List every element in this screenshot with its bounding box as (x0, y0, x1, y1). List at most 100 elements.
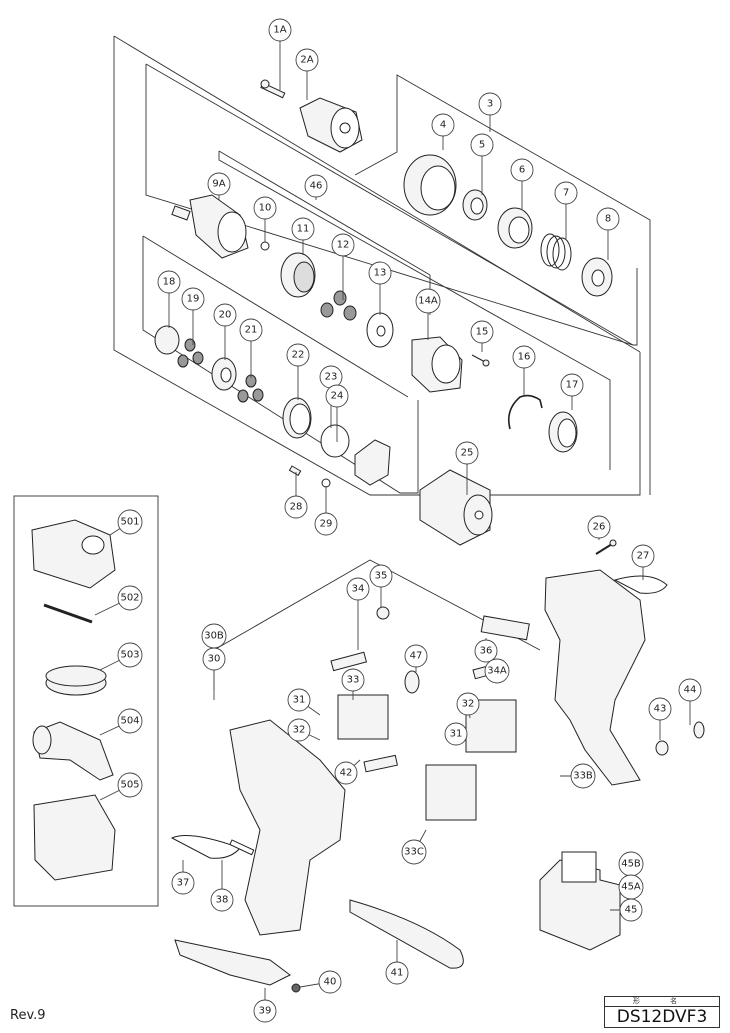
callout-circle (648, 697, 672, 721)
callout-33: 33 (341, 668, 365, 700)
callout-circle (210, 888, 234, 912)
callout-label: 16 (518, 352, 531, 363)
part-planet-gears-21 (237, 374, 264, 403)
callout-21: 21 (239, 318, 263, 378)
callout-35: 35 (369, 564, 393, 608)
callout-circle (181, 287, 205, 311)
part-nameplate-27 (613, 575, 668, 594)
callout-22: 22 (286, 343, 310, 400)
callout-circle (287, 688, 311, 712)
part-housing-right (544, 569, 646, 786)
callout-circle (268, 18, 292, 42)
callout-7: 7 (554, 181, 578, 240)
parts-illustrations (154, 79, 705, 993)
part-washer-13-hole (376, 325, 386, 337)
part-screw-26 (595, 543, 613, 555)
callout-circle (484, 658, 510, 684)
callout-19: 19 (181, 287, 205, 345)
part-cover-24 (354, 439, 391, 486)
callout-label: 31 (450, 729, 463, 740)
callout-circle (619, 898, 643, 922)
callout-circle (284, 495, 308, 519)
callout-20: 20 (213, 303, 237, 360)
callout-label: 32 (462, 699, 475, 710)
callout-47: 47 (404, 644, 428, 672)
callout-4: 4 (431, 113, 455, 150)
callout-5: 5 (470, 133, 494, 195)
accessory-box (13, 495, 159, 907)
callout-label: 3 (487, 99, 493, 110)
callout-circle (291, 217, 315, 241)
part-washer-8-hole (591, 269, 605, 287)
callout-label: 6 (519, 165, 525, 176)
callout-label: 47 (410, 651, 423, 662)
callout-41: 41 (385, 940, 409, 985)
callout-circle (385, 961, 409, 985)
callout-30b: 30B (201, 623, 227, 649)
callout-label: 502 (120, 593, 139, 604)
callout-11: 11 (291, 217, 315, 255)
callout-label: 10 (259, 203, 272, 214)
callout-40: 40 (299, 970, 342, 994)
part-gear-case-14a (411, 336, 463, 393)
part-nut-40 (291, 983, 301, 993)
part-bit-502 (43, 603, 93, 624)
part-retaining-ring-16 (507, 394, 543, 430)
callout-label: 23 (325, 372, 338, 383)
callout-label: 44 (684, 685, 697, 696)
callout-label: 26 (593, 522, 606, 533)
assembly-group-lines (113, 35, 651, 690)
part-planet-gears-19 (177, 338, 204, 368)
callout-circle (213, 303, 237, 327)
part-ring-17-inner (557, 418, 577, 448)
callout-10: 10 (253, 196, 277, 242)
part-planet-gears-12 (320, 290, 357, 321)
callout-label: 35 (375, 571, 388, 582)
callout-circle (304, 174, 328, 198)
callout-circle (554, 181, 578, 205)
callout-29: 29 (314, 486, 338, 536)
callout-26: 26 (587, 515, 611, 540)
part-washer-29 (321, 478, 331, 488)
callout-6: 6 (510, 158, 534, 210)
callout-label: 27 (637, 551, 650, 562)
callout-label: 17 (566, 380, 579, 391)
callout-circle (318, 970, 342, 994)
callout-13: 13 (368, 261, 392, 315)
callout-43: 43 (648, 697, 672, 740)
part-ring-gear-22-inner (289, 403, 311, 435)
callout-label: 21 (245, 325, 258, 336)
callout-31: 31 (287, 688, 321, 716)
callout-circle (171, 871, 195, 895)
callout-label: 12 (337, 240, 350, 251)
callout-circle (117, 772, 143, 798)
callout-34a: 34A (484, 658, 510, 684)
callout-label: 25 (461, 448, 474, 459)
callout-42: 42 (334, 759, 361, 785)
callout-circle (401, 839, 427, 865)
callout-8: 8 (596, 207, 620, 260)
part-angle-head-504 (32, 721, 114, 781)
callout-45: 45 (610, 898, 643, 922)
part-screw-26-head (609, 539, 617, 547)
callout-15: 15 (470, 320, 494, 352)
callout-45b: 45B (618, 851, 644, 877)
callout-circle (341, 668, 365, 692)
callout-circle (253, 196, 277, 220)
callout-9a: 9A (207, 172, 231, 200)
callout-label: 45 (625, 905, 638, 916)
callout-label: 43 (654, 704, 667, 715)
callout-circle (157, 270, 181, 294)
callout-label: 33B (573, 771, 593, 782)
callout-2a: 2A (295, 48, 319, 100)
part-ring-gear-11-inner (293, 261, 315, 293)
part-5-hole (470, 197, 484, 215)
callout-44: 44 (678, 678, 702, 725)
callout-label: 1A (273, 25, 286, 36)
part-screw-15-head (482, 359, 490, 367)
callout-label: 4 (440, 120, 446, 131)
callout-3: 3 (478, 92, 502, 132)
callout-label: 11 (297, 224, 310, 235)
group-line-3 (354, 74, 651, 495)
part-plate-37 (170, 835, 241, 859)
